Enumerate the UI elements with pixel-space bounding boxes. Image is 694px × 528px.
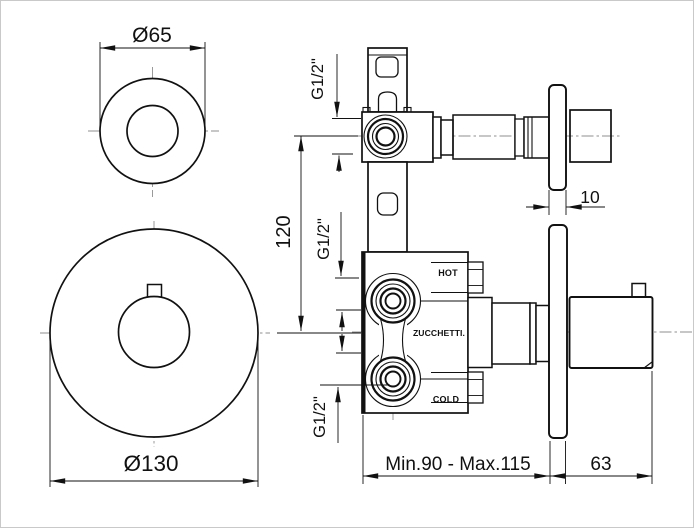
dim-label-g12-middle: G1/2"	[315, 218, 333, 260]
handle-index-tab-front	[146, 283, 163, 299]
dimension-63: 63	[549, 371, 653, 484]
large-wall-plate-side	[548, 224, 568, 439]
dimension-depth-range: Min.90 - Max.115	[362, 415, 550, 484]
dim-label-depth-range: Min.90 - Max.115	[385, 454, 530, 475]
hot-inlet-port	[370, 278, 416, 324]
dim-label-dia65: Ø65	[132, 24, 172, 47]
handle-index-tab-side	[631, 282, 647, 298]
valve-body: HOT COLD ZUCCHETTI.	[361, 251, 484, 414]
top-outlet-port	[361, 106, 434, 163]
dimension-10: 10	[526, 187, 605, 215]
front-view-large-escutcheon	[40, 221, 270, 447]
handle-side	[568, 282, 654, 369]
dimension-dia130: Ø130	[49, 340, 259, 487]
knurled-knob-side	[569, 109, 612, 163]
cold-label: COLD	[433, 395, 460, 405]
cold-inlet-port	[370, 356, 416, 402]
dimension-g12-middle: G1/2"	[315, 212, 361, 354]
dimension-dia65: Ø65	[99, 24, 206, 128]
flexible-hose	[432, 114, 550, 160]
dim-label-g12-top: G1/2"	[309, 58, 327, 100]
hot-label: HOT	[438, 268, 458, 278]
front-view-small-escutcheon	[88, 67, 219, 197]
middle-riser-pipe	[367, 161, 408, 253]
dimension-120: 120	[273, 135, 361, 334]
cartridge-stem	[467, 296, 550, 369]
dim-label-g12-bottom: G1/2"	[311, 396, 329, 438]
small-escutcheon-outer-circle	[99, 77, 206, 185]
side-view-valve: HOT COLD ZUCCHETTI.	[352, 47, 692, 439]
dim-label-dia130: Ø130	[123, 451, 178, 476]
dim-label-120: 120	[273, 215, 295, 248]
dim-label-63: 63	[590, 454, 611, 475]
handle-knob-front	[117, 295, 191, 369]
small-escutcheon-inner-circle	[126, 104, 179, 158]
brand-label: ZUCCHETTI.	[413, 328, 465, 338]
small-wall-plate-side	[548, 84, 567, 191]
dimension-g12-bottom: G1/2"	[311, 384, 390, 443]
dim-label-10: 10	[580, 187, 600, 207]
top-riser-pipe	[367, 47, 408, 113]
dimension-g12-top: G1/2"	[309, 54, 361, 172]
